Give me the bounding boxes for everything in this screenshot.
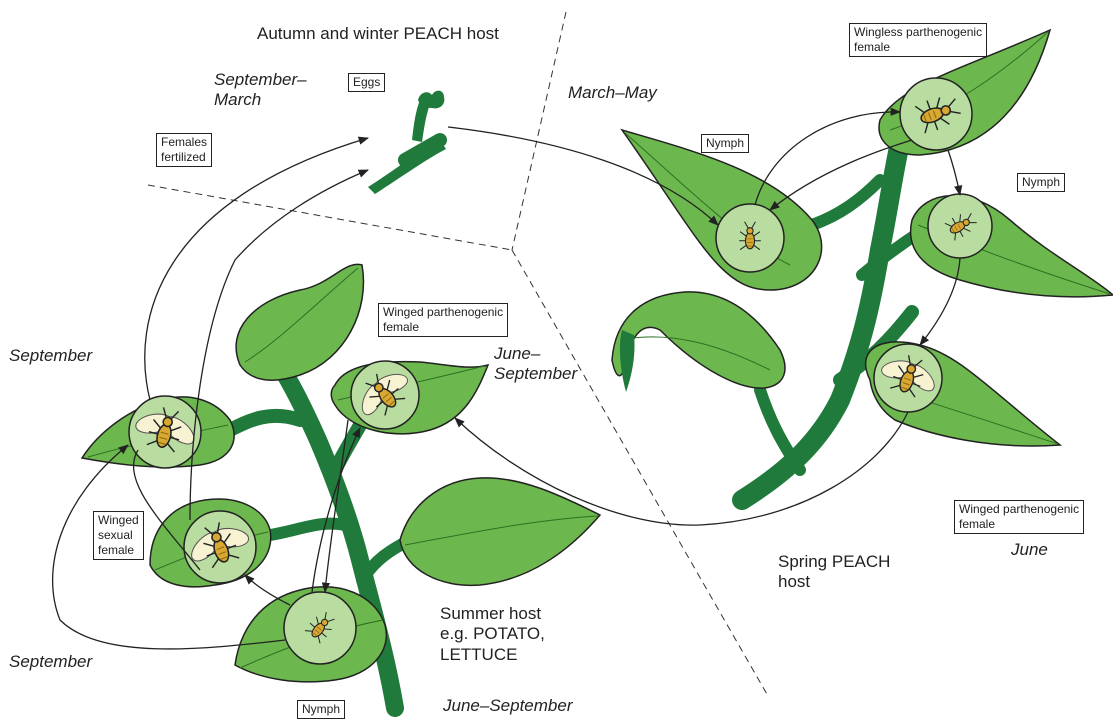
stage-box-eggs: Eggs	[348, 73, 385, 92]
season-label-september-bottom: September	[9, 652, 92, 672]
stage-box-winged-female-summer: Winged parthenogenic female	[378, 303, 508, 337]
stage-box-females-fertilized: Females fertilized	[156, 133, 212, 167]
region-label-autumn-winter: Autumn and winter PEACH host	[257, 24, 499, 44]
peach-twig	[368, 91, 446, 194]
spring-peach-plant	[612, 30, 1113, 500]
stage-box-winged-sexual-female: Winged sexual female	[93, 511, 144, 560]
season-label-june: June	[1011, 540, 1048, 560]
season-label-march-may: March–May	[568, 83, 657, 103]
stage-box-nymph-spring-right: Nymph	[1017, 173, 1065, 192]
season-label-june-september-mid: June– September	[494, 344, 577, 385]
stage-box-nymph-summer: Nymph	[297, 700, 345, 719]
stage-box-nymph-spring-left: Nymph	[701, 134, 749, 153]
stage-box-winged-female-spring: Winged parthenogenic female	[954, 500, 1084, 534]
region-label-summer-host: Summer host e.g. POTATO, LETTUCE	[440, 604, 545, 665]
season-label-september-top: September	[9, 346, 92, 366]
region-label-spring-peach: Spring PEACH host	[778, 552, 890, 593]
stage-box-wingless-female: Wingless parthenogenic female	[849, 23, 987, 57]
season-label-june-september-bottom: June–September	[443, 696, 572, 716]
season-label-september-march: September– March	[214, 70, 307, 111]
